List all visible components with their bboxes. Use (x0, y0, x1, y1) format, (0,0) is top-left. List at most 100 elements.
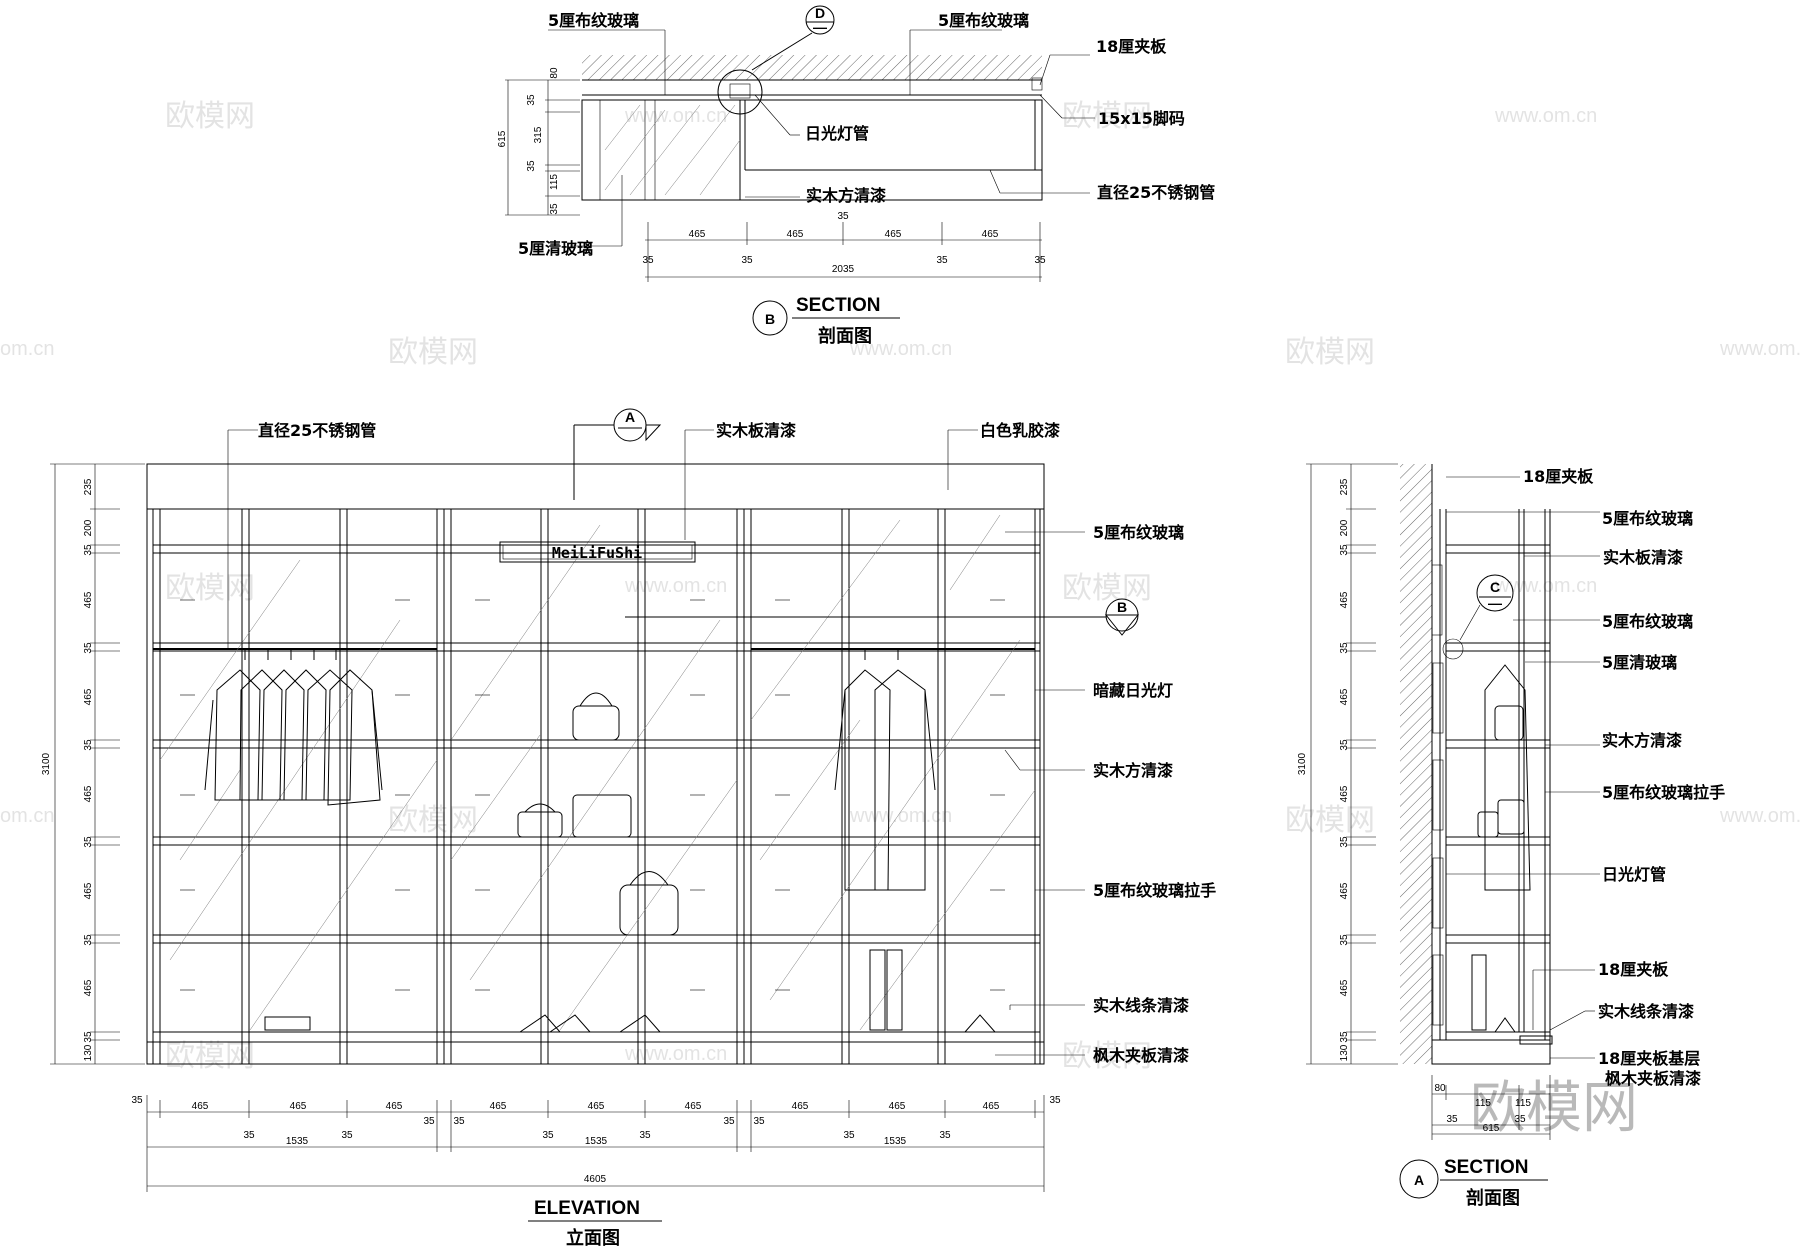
dim-label: 465 (1339, 591, 1350, 608)
wall-hatch (1400, 464, 1432, 1064)
dim-label: 35 (453, 1116, 465, 1127)
dim-label: 35 (542, 1130, 554, 1141)
marker-d-label: D (815, 5, 825, 21)
watermark-url: www.om.cn (1494, 105, 1597, 127)
dim-label: 465 (982, 229, 999, 240)
label-text: 枫木夹板清漆 (1605, 1069, 1701, 1088)
watermark-url: www.om.cn (624, 575, 727, 597)
dim-label: 35 (753, 1116, 765, 1127)
dim-label: 35 (1514, 1114, 1526, 1125)
label-text: 5厘布纹玻璃 (938, 11, 1029, 30)
dim-label: 1535 (286, 1136, 309, 1147)
watermark-text: 欧模网 (165, 1039, 255, 1074)
label-text: 5厘布纹玻璃拉手 (1602, 783, 1725, 802)
dim-label: 35 (936, 255, 948, 266)
dim-label: 3100 (1297, 752, 1308, 775)
dim-label: 465 (889, 1101, 906, 1112)
watermark-text: 欧模网 (388, 803, 478, 838)
label-text: 18厘夹板 (1523, 467, 1594, 486)
handbags (517, 692, 679, 936)
label-text: 暗藏日光灯 (1093, 681, 1173, 700)
dim-label: 35 (341, 1130, 353, 1141)
dim-label: 465 (588, 1101, 605, 1112)
dim-label: 465 (885, 229, 902, 240)
marker-c-dash: — (1488, 595, 1502, 611)
dim-label: 465 (792, 1101, 809, 1112)
dim-label: 80 (549, 67, 560, 79)
dim-label: 35 (83, 642, 94, 654)
dim-label: 35 (549, 203, 560, 215)
dim-label: 465 (83, 591, 94, 608)
watermark-url: www.om.cn (624, 105, 727, 127)
label-text: 5厘布纹玻璃 (1602, 612, 1693, 631)
dim-label: 35 (639, 1130, 651, 1141)
marker-c-label: C (1490, 579, 1500, 595)
dim-label: 465 (983, 1101, 1000, 1112)
dim-label: 465 (1339, 882, 1350, 899)
dim-label: 1535 (585, 1136, 608, 1147)
label-text: 实木板清漆 (1603, 548, 1683, 567)
dim-label: 115 (1515, 1098, 1531, 1109)
watermark-text: 欧模网 (1062, 571, 1152, 606)
label-text: 实木板清漆 (716, 421, 796, 440)
hanging-coats-right (834, 650, 936, 891)
label-text: 实木方清漆 (1093, 761, 1173, 780)
watermark-text: 欧模网 (1285, 803, 1375, 838)
watermark-url: www.om.cn (849, 805, 952, 827)
label-text: 直径25不锈钢管 (258, 421, 376, 440)
label-text: 18厘夹板基层 (1598, 1049, 1700, 1068)
title-marker-label: A (1414, 1172, 1424, 1188)
dim-label: 35 (1339, 836, 1350, 848)
dim-label: 465 (83, 785, 94, 802)
dim-label: 35 (1339, 1031, 1350, 1043)
dim-label: 200 (83, 519, 94, 536)
dim-label: 35 (1446, 1114, 1458, 1125)
dim-label: 465 (787, 229, 804, 240)
section-marker-d (805, 5, 835, 35)
brand-sign-text: MeiLiFuShi (552, 544, 642, 562)
watermark-url: www.om.cn (1494, 575, 1597, 597)
dim-label: 465 (1339, 979, 1350, 996)
label-text: 18厘夹板 (1598, 960, 1669, 979)
dim-label: 35 (1339, 934, 1350, 946)
label-text: 枫木夹板清漆 (1093, 1046, 1189, 1065)
dim-label: 465 (83, 688, 94, 705)
dim-label: 465 (83, 979, 94, 996)
drawing-subtitle: 立面图 (566, 1227, 620, 1249)
drawing-title: SECTION (1444, 1157, 1528, 1178)
label-text: 5厘清玻璃 (1602, 653, 1677, 672)
dim-label: 1535 (884, 1136, 907, 1147)
title-marker-circle (752, 300, 788, 336)
dim-label: 465 (386, 1101, 403, 1112)
dim-label: 465 (290, 1101, 307, 1112)
label-text: 实木方清漆 (806, 186, 886, 205)
dim-label: 465 (689, 229, 706, 240)
dim-label: 35 (83, 544, 94, 556)
label-text: 5厘布纹玻璃 (548, 11, 639, 30)
drawing-title: SECTION (796, 295, 880, 316)
dim-label: 35 (1339, 544, 1350, 556)
dim-label: 615 (497, 130, 508, 147)
title-marker-label: B (765, 311, 775, 327)
label-text: 5厘清玻璃 (518, 239, 593, 258)
label-text: 5厘布纹玻璃 (1093, 523, 1184, 542)
section-a-drawing: C — 18厘夹板 5厘布纹玻璃 实木板清漆 5厘布纹玻璃 5厘清玻璃 实木方清… (1297, 463, 1725, 1209)
dim-label: 35 (1034, 255, 1046, 266)
marker-d-dash: — (813, 19, 827, 35)
dim-label: 115 (549, 174, 560, 190)
detail-callout-circle (717, 69, 763, 115)
label-text: 实木线条清漆 (1093, 996, 1189, 1015)
dim-label: 4605 (584, 1174, 607, 1185)
dim-label: 115 (1475, 1098, 1491, 1109)
watermark-text: 欧模网 (1285, 335, 1375, 370)
marker-a-label: A (625, 409, 635, 425)
shoes (264, 949, 996, 1033)
dim-label: 2035 (832, 264, 855, 275)
watermark-url: om.cn (0, 338, 54, 360)
dim-label: 130 (83, 1044, 94, 1061)
label-text: 日光灯管 (805, 124, 869, 143)
wardrobe-outline (146, 463, 1045, 1065)
marker-b-label: B (1117, 599, 1127, 615)
dim-label: 35 (1339, 642, 1350, 654)
